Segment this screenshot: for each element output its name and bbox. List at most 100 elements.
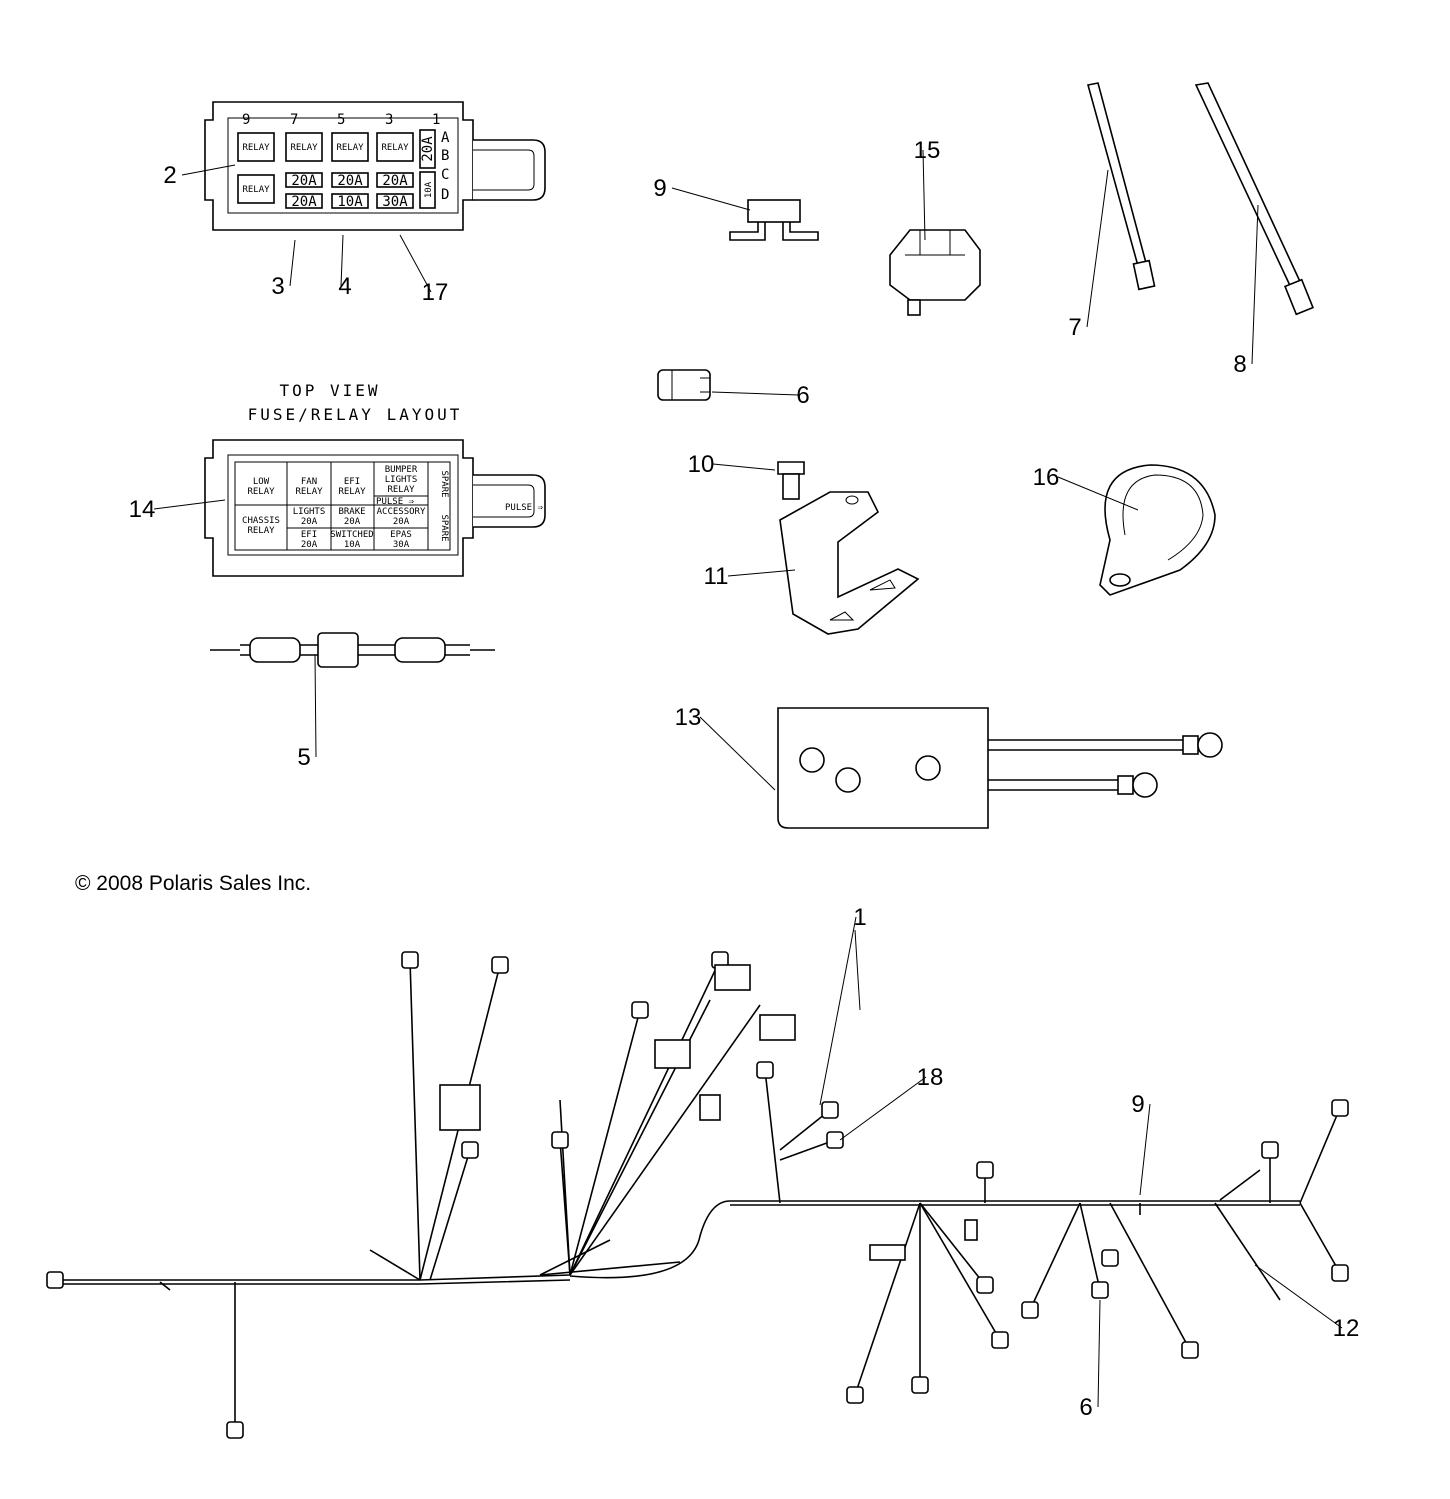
relay bbox=[285, 132, 323, 162]
harness-connector bbox=[1331, 1099, 1349, 1117]
fuse-rating: 10A bbox=[337, 194, 363, 210]
side-fuse-rating: 20A bbox=[420, 136, 436, 162]
leader-line bbox=[340, 234, 344, 287]
harness-connector bbox=[46, 1271, 64, 1289]
leader-line bbox=[399, 234, 432, 293]
callout-12: 12 bbox=[1333, 1315, 1360, 1342]
harness-connector bbox=[976, 1276, 994, 1294]
cell-epas: EPAS bbox=[390, 530, 412, 540]
cell-lights: LIGHTS bbox=[293, 507, 326, 517]
column-number: 5 bbox=[337, 112, 345, 128]
harness-connector bbox=[869, 1244, 906, 1261]
copyright-text: © 2008 Polaris Sales Inc. bbox=[75, 872, 312, 895]
leader-line bbox=[819, 916, 857, 1106]
relay-label: RELAY bbox=[242, 185, 270, 195]
callout-10: 10 bbox=[688, 451, 715, 478]
leader-line bbox=[181, 164, 236, 176]
leader-line bbox=[727, 569, 796, 577]
column-number: 3 bbox=[385, 112, 393, 128]
harness-connector bbox=[1101, 1249, 1119, 1267]
battery-cable-part bbox=[777, 707, 1223, 829]
callout-14: 14 bbox=[129, 496, 156, 523]
harness-connector bbox=[226, 1421, 244, 1439]
harness-connector bbox=[439, 1084, 481, 1131]
bolt-part bbox=[777, 461, 805, 500]
callout-5: 5 bbox=[297, 744, 310, 771]
cell-efi-relay: EFI bbox=[344, 477, 360, 487]
clamp-part bbox=[1099, 464, 1216, 596]
row-letter: B bbox=[441, 148, 449, 164]
side-fuse-rating: 10A bbox=[424, 181, 434, 198]
cell-bumper-lights-relay: BUMPER bbox=[385, 465, 418, 475]
harness-connector bbox=[821, 1101, 839, 1119]
cell-spare-bottom: SPARE bbox=[439, 514, 449, 541]
cell-brake: BRAKE bbox=[338, 507, 365, 517]
fuse-relay-layout: TOP VIEW FUSE/RELAY LAYOUT LOWRELAYFANRE… bbox=[204, 381, 546, 577]
leader-line bbox=[699, 716, 776, 791]
leader-line bbox=[1057, 476, 1139, 511]
column-number: 7 bbox=[290, 112, 298, 128]
leader-lines bbox=[153, 149, 1343, 1408]
cell-pulse: PULSE ⇒ bbox=[376, 497, 415, 507]
harness-connector bbox=[759, 1014, 796, 1041]
relay bbox=[331, 132, 369, 162]
callout-2: 2 bbox=[163, 162, 176, 189]
cell-switched: SWITCHED bbox=[330, 530, 373, 540]
relay-label: RELAY bbox=[381, 143, 409, 153]
callout-6: 6 bbox=[796, 382, 809, 409]
leader-line bbox=[712, 463, 776, 471]
cell-switched: 10A bbox=[344, 540, 361, 550]
fuse-part bbox=[729, 199, 819, 241]
relay bbox=[237, 132, 275, 162]
cell-low-relay: RELAY bbox=[247, 487, 275, 497]
callout-8: 8 bbox=[1233, 351, 1246, 378]
callout-15: 15 bbox=[914, 137, 941, 164]
leader-line bbox=[1086, 169, 1109, 328]
harness-connector bbox=[699, 1094, 721, 1121]
fuse bbox=[285, 193, 323, 209]
layout-title-1: TOP VIEW bbox=[279, 381, 380, 400]
cell-spare-top: SPARE bbox=[439, 470, 449, 497]
fuse-rating: 20A bbox=[382, 173, 408, 189]
fuse-rating: 20A bbox=[291, 173, 317, 189]
callout-9: 9 bbox=[653, 175, 666, 202]
cell-accessory: 20A bbox=[393, 517, 410, 527]
fuse bbox=[376, 193, 414, 209]
harness-connector bbox=[756, 1061, 774, 1079]
cell-fan-relay: FAN bbox=[301, 477, 317, 487]
callout-11: 11 bbox=[704, 563, 729, 590]
callout-6: 6 bbox=[1079, 1394, 1092, 1421]
harness-connector bbox=[631, 1001, 649, 1019]
fuse-rating: 30A bbox=[382, 194, 408, 210]
harness-connector bbox=[991, 1331, 1009, 1349]
relay-label: RELAY bbox=[336, 143, 364, 153]
relay-label: RELAY bbox=[290, 143, 318, 153]
leader-line bbox=[1254, 1264, 1343, 1329]
relay bbox=[376, 132, 414, 162]
harness-connector bbox=[964, 1219, 978, 1241]
cell-bumper-lights-relay: LIGHTS bbox=[385, 475, 418, 485]
cell-bumper-lights-relay: RELAY bbox=[387, 485, 415, 495]
callout-16: 16 bbox=[1033, 464, 1060, 491]
fuse-rating: 20A bbox=[337, 173, 363, 189]
harness-connector bbox=[1181, 1341, 1199, 1359]
leader-line bbox=[289, 239, 296, 287]
harness-connector bbox=[491, 956, 509, 974]
leader-line bbox=[671, 187, 751, 211]
cell-chassis-relay: CHASSIS bbox=[242, 516, 280, 526]
leader-line bbox=[922, 149, 926, 241]
cell-lights: 20A bbox=[301, 517, 318, 527]
cell-brake: 20A bbox=[344, 517, 361, 527]
callout-1: 1 bbox=[853, 904, 866, 931]
inline-fuse-holder bbox=[210, 632, 495, 668]
harness-connector bbox=[846, 1386, 864, 1404]
leader-line bbox=[854, 929, 861, 1011]
bracket-part bbox=[779, 491, 920, 635]
harness-connector bbox=[714, 964, 751, 991]
callout-17: 17 bbox=[422, 279, 449, 306]
harness-connector bbox=[1091, 1281, 1109, 1299]
leader-line bbox=[1251, 204, 1259, 365]
fuse bbox=[331, 172, 369, 188]
cable-ties bbox=[1086, 82, 1315, 316]
